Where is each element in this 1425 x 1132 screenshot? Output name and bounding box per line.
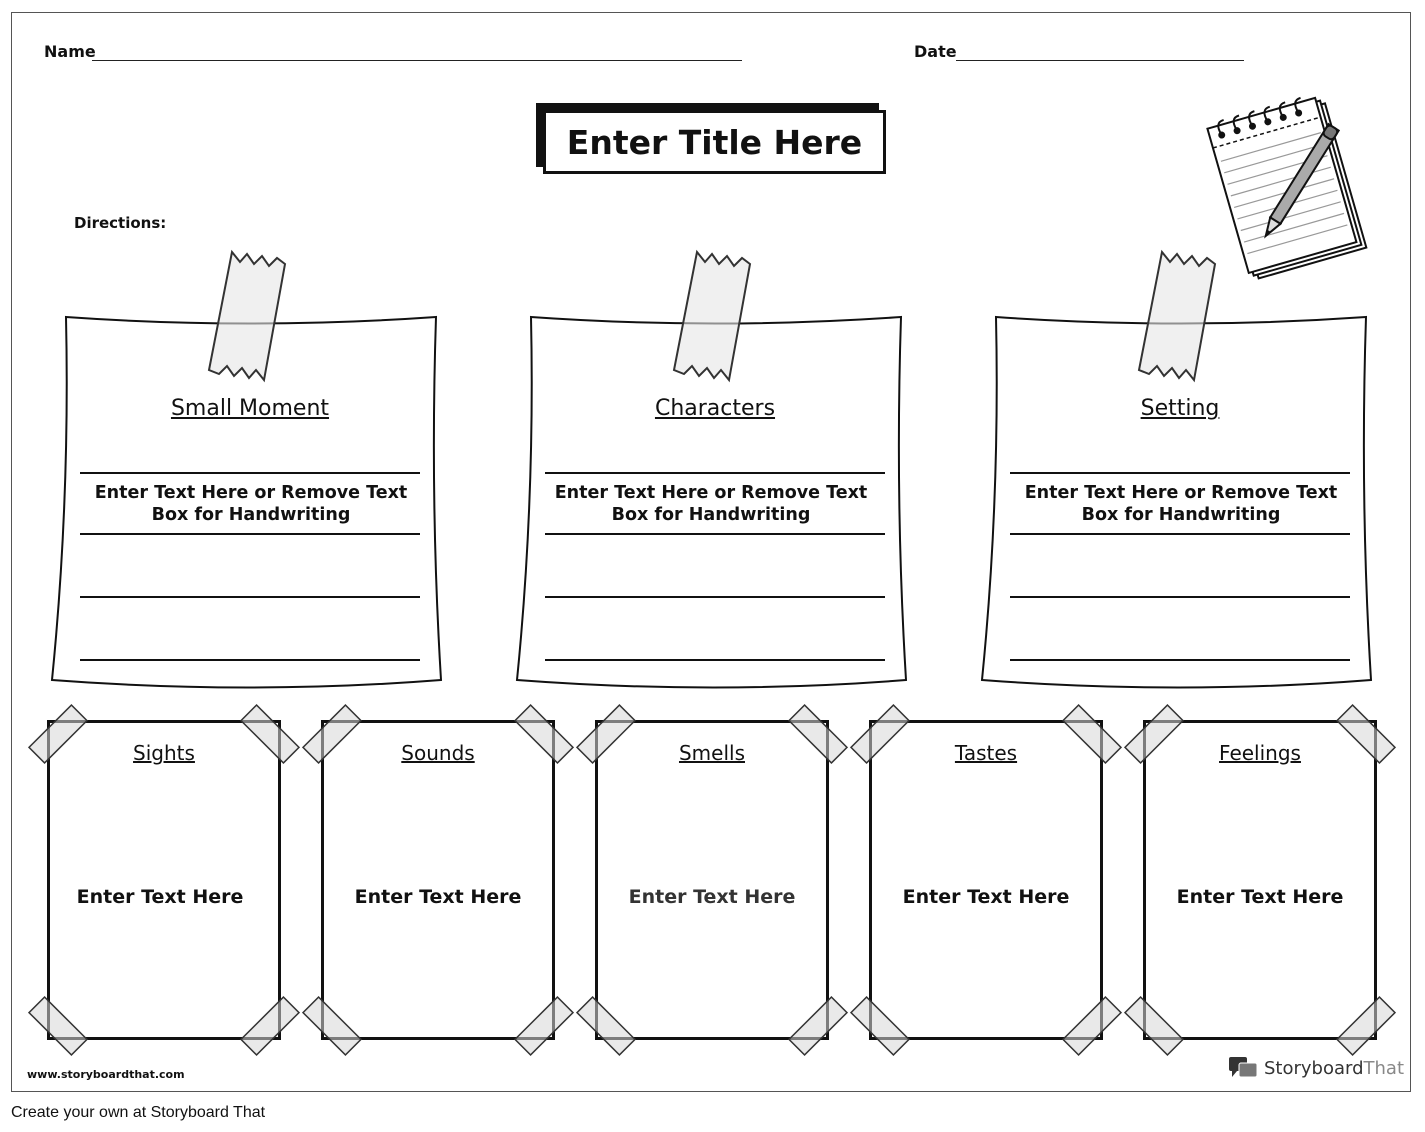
note-frame-setting: [980, 315, 1373, 689]
note-text-line: Enter Text Here or Remove Text: [1024, 483, 1338, 503]
notes-frames: [50, 249, 1373, 689]
page-title[interactable]: Enter Title Here: [566, 122, 863, 162]
note-text-characters[interactable]: Enter Text Here or Remove Text Box for H…: [541, 482, 881, 526]
note-frame-characters: [515, 315, 908, 689]
note-text-line: Enter Text Here or Remove Text: [94, 483, 408, 503]
corner-tapes: [28, 704, 1396, 1056]
storyboardthat-logo[interactable]: StoryboardThat: [1228, 1056, 1404, 1080]
sense-card-tastes: Tastes Enter Text Here: [869, 720, 1103, 1040]
note-text-setting[interactable]: Enter Text Here or Remove Text Box for H…: [1011, 482, 1351, 526]
note-heading-setting: Setting: [1140, 396, 1220, 421]
brand-storyboard: Storyboard: [1264, 1057, 1364, 1079]
sense-heading: Tastes: [954, 741, 1018, 765]
note-heading-characters: Characters: [654, 396, 776, 421]
sense-text[interactable]: Enter Text Here: [354, 886, 522, 908]
notepad-pencil-icon: [1206, 96, 1368, 280]
sense-card-sights: Sights Enter Text Here: [47, 720, 281, 1040]
sense-heading: Smells: [678, 741, 745, 765]
sense-text[interactable]: Enter Text Here: [628, 886, 796, 908]
sense-card-sounds: Sounds Enter Text Here: [321, 720, 555, 1040]
note-text-small-moment[interactable]: Enter Text Here or Remove Text Box for H…: [81, 482, 421, 526]
note-text-line: Box for Handwriting: [611, 505, 811, 525]
create-caption[interactable]: Create your own at Storyboard That: [11, 1104, 266, 1121]
title-box[interactable]: Enter Title Here: [543, 110, 886, 174]
sense-text[interactable]: Enter Text Here: [1176, 886, 1344, 908]
directions-label: Directions:: [74, 214, 167, 232]
note-frame-small-moment: [50, 315, 443, 689]
tape-icon: [207, 249, 1217, 383]
date-label: Date: [914, 42, 957, 61]
note-text-line: Enter Text Here or Remove Text: [554, 483, 868, 503]
sense-text[interactable]: Enter Text Here: [76, 886, 244, 908]
date-line[interactable]: [956, 60, 1244, 61]
sense-heading: Feelings: [1219, 741, 1301, 765]
name-line[interactable]: [92, 60, 742, 61]
sense-heading: Sounds: [401, 741, 475, 765]
sense-heading: Sights: [133, 741, 195, 765]
note-text-line: Box for Handwriting: [151, 505, 351, 525]
sense-text[interactable]: Enter Text Here: [902, 886, 1070, 908]
note-heading-small-moment: Small Moment: [170, 396, 330, 421]
sense-card-smells: Smells Enter Text Here: [595, 720, 829, 1040]
brand-that: That: [1363, 1057, 1405, 1079]
footer-url[interactable]: www.storyboardthat.com: [27, 1068, 185, 1081]
tape-icon: [28, 704, 1396, 1056]
sense-card-feelings: Feelings Enter Text Here: [1143, 720, 1377, 1040]
note-text-line: Box for Handwriting: [1081, 505, 1281, 525]
name-label: Name: [44, 42, 96, 61]
storyboard-logo-icon: [1229, 1057, 1258, 1078]
